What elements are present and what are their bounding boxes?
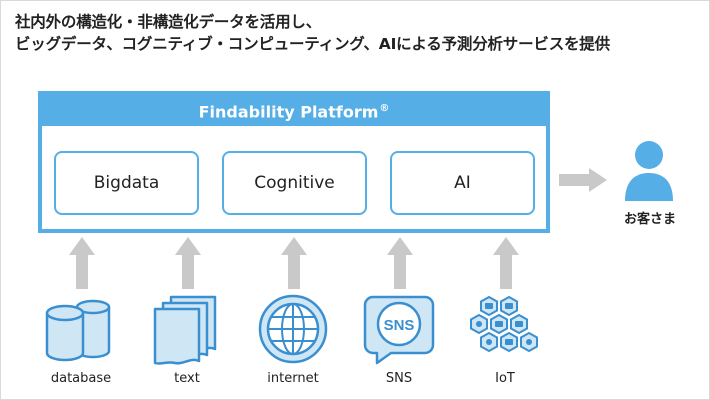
- customer-label: お客さま: [623, 212, 676, 227]
- headline: 社内外の構造化・非構造化データを活用し、 ビッグデータ、コグニティブ・コンピュー…: [15, 11, 705, 55]
- platform-inner: Bigdata Cognitive AI: [42, 126, 546, 229]
- up-arrow-icon: [281, 237, 307, 289]
- source-label-internet: internet: [267, 371, 319, 386]
- sns-icon-text: SNS: [384, 317, 415, 334]
- platform-title: Findability Platform®: [38, 91, 550, 126]
- up-arrow-icon: [493, 237, 519, 289]
- module-cognitive: Cognitive: [222, 151, 367, 215]
- source-label-database: database: [50, 371, 112, 386]
- source-label-text: text: [174, 371, 200, 386]
- headline-line-2: ビッグデータ、コグニティブ・コンピューティング、AIによる予測分析サービスを提供: [15, 35, 610, 53]
- sns-bubble-icon: SNS: [363, 295, 435, 365]
- source-label-sns: SNS: [385, 371, 413, 386]
- up-arrow-icon: [175, 237, 201, 289]
- document-stack-icon: [153, 295, 217, 365]
- globe-icon: [258, 294, 328, 364]
- up-arrow-icon: [69, 237, 95, 289]
- headline-line-1: 社内外の構造化・非構造化データを活用し、: [15, 13, 322, 31]
- platform-title-text: Findability Platform: [198, 102, 379, 122]
- module-bigdata: Bigdata: [54, 151, 199, 215]
- registered-mark: ®: [379, 103, 390, 114]
- iot-hexagon-icon: [470, 295, 538, 353]
- database-icon: [45, 299, 111, 362]
- platform-box: Findability Platform® Bigdata Cognitive …: [38, 91, 550, 233]
- arrow-right-icon: [559, 168, 607, 192]
- source-label-iot: IoT: [495, 371, 515, 386]
- up-arrow-icon: [387, 237, 413, 289]
- customer-person-icon: [625, 141, 673, 201]
- module-ai: AI: [390, 151, 535, 215]
